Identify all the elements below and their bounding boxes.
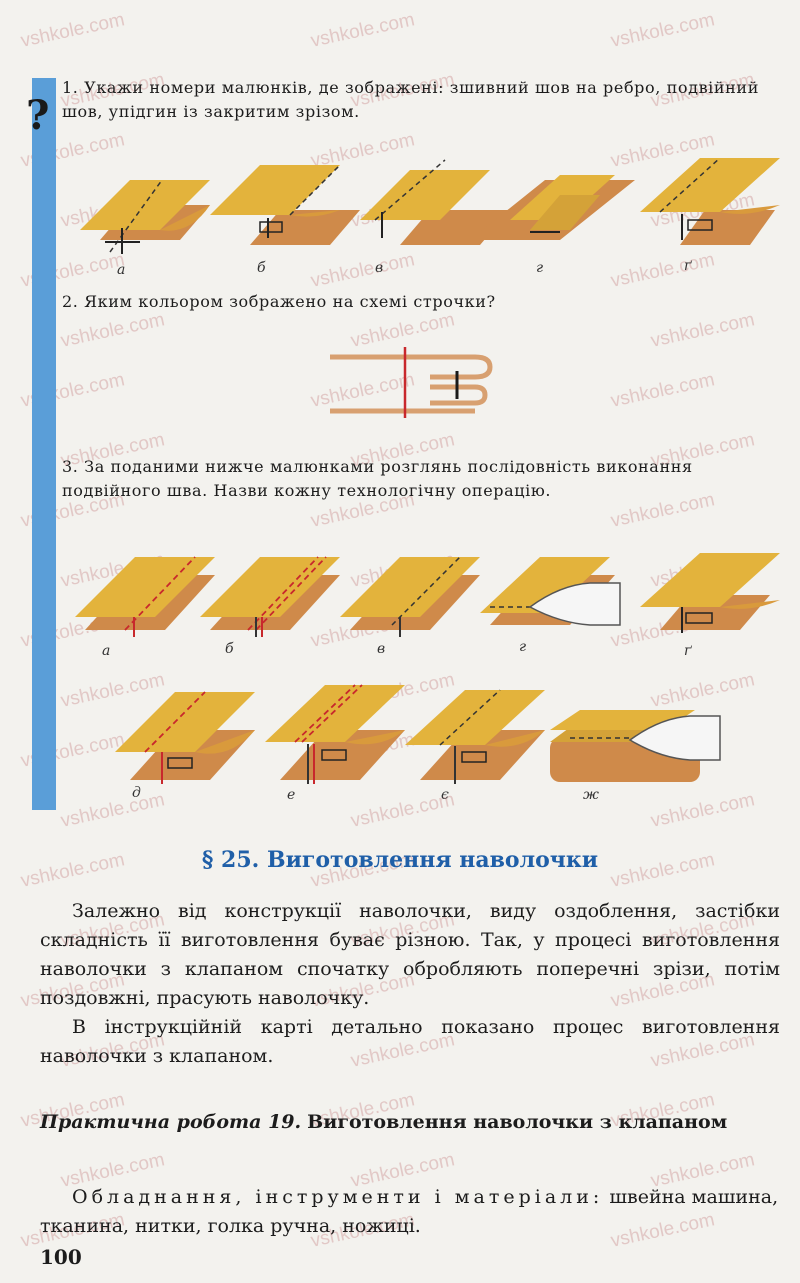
iron-icon	[528, 582, 621, 626]
step-illustration	[265, 684, 405, 784]
question-number: 1.	[62, 78, 79, 97]
figure-label: є	[441, 787, 449, 803]
double-seam-steps-row-1	[75, 553, 780, 637]
watermark-text: vshkole.com	[608, 9, 717, 52]
step-illustration	[405, 689, 545, 784]
seam-illustration	[470, 175, 635, 240]
equipment-line: Обладнання, інструменти і матеріали: шве…	[40, 1183, 780, 1241]
question-text: Укажи номери малюнків, де зображені: зши…	[62, 78, 759, 121]
question-mark-icon: ?	[26, 92, 50, 139]
step-illustration	[75, 556, 215, 637]
step-illustration	[200, 556, 340, 637]
watermark-text: vshkole.com	[18, 9, 127, 52]
figure-label: г	[536, 260, 544, 276]
paragraph: Залежно від конструкції наволочки, виду …	[40, 900, 780, 1009]
step-illustration	[115, 691, 255, 784]
figure-label: в	[375, 260, 384, 276]
practical-title: Виготовлення наволочки з клапаном	[307, 1111, 728, 1133]
figure-label: ґ	[684, 258, 692, 274]
figure-label: е	[287, 787, 296, 803]
figure-label: в	[377, 641, 386, 657]
seam-types-figure	[80, 157, 780, 254]
question-number: 2.	[62, 292, 79, 311]
question-text: За поданими нижче малюнками розглянь пос…	[62, 457, 693, 500]
practical-work-title: Практична робота 19. Виготовлення наволо…	[40, 1108, 780, 1137]
question-text: Яким кольором зображено на схемі строчки…	[84, 292, 496, 311]
iron-icon	[628, 715, 721, 761]
figure-label: г	[519, 639, 527, 655]
figure-label: ґ	[684, 643, 692, 659]
page-number: 100	[40, 1245, 82, 1269]
double-seam-steps-row-2	[115, 684, 721, 784]
figure-label: б	[257, 260, 266, 276]
figure-label: ж	[583, 787, 599, 803]
practical-label: Практична робота 19.	[40, 1111, 302, 1133]
step-illustration	[340, 554, 480, 637]
equipment-text: швейна машина, тканина, нитки, голка руч…	[40, 1186, 779, 1237]
seam-illustration	[210, 164, 360, 245]
question-sidebar	[32, 78, 56, 810]
figure-label: а	[102, 643, 111, 659]
figure-label: б	[225, 641, 234, 657]
watermark-text: vshkole.com	[308, 9, 417, 52]
question-2: 2. Яким кольором зображено на схемі стро…	[62, 290, 782, 314]
question-number: 3.	[62, 457, 79, 476]
seam-illustration	[640, 157, 780, 245]
paragraph: В інструкційній карті детально показано …	[40, 1016, 780, 1067]
watermark-text: vshkole.com	[648, 309, 757, 352]
watermark-text: vshkole.com	[608, 369, 717, 412]
step-illustration	[550, 710, 721, 782]
watermark-text: vshkole.com	[58, 309, 167, 352]
step-illustration	[480, 557, 621, 626]
seam-illustration	[80, 179, 210, 254]
section-heading: § 25. Виготовлення наволочки	[201, 847, 599, 873]
step-illustration	[640, 553, 780, 633]
figure-label: д	[132, 785, 141, 801]
question-1: 1. Укажи номери малюнків, де зображені: …	[62, 76, 782, 124]
figure-label: а	[117, 262, 126, 278]
watermark-text: vshkole.com	[648, 789, 757, 832]
question-3: 3. За поданими нижче малюнками розглянь …	[62, 455, 782, 503]
stitch-schematic-figure	[330, 347, 493, 418]
watermark-text: vshkole.com	[58, 789, 167, 832]
equipment-label: Обладнання, інструменти і матеріали:	[72, 1186, 604, 1208]
